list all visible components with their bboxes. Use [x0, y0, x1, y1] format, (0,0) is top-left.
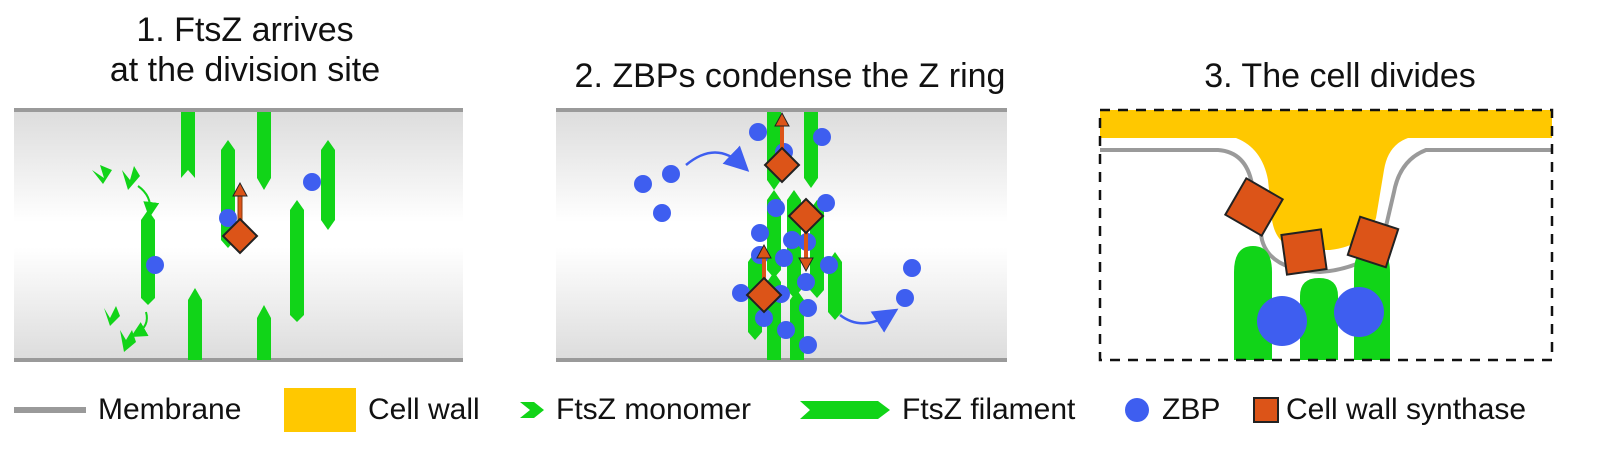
zbp-3b	[1334, 287, 1384, 337]
legend-item-ftsz-monomer: FtsZ monomer	[520, 388, 751, 432]
zbp-1c	[219, 209, 237, 227]
zbp-arrow-out	[839, 308, 899, 333]
ftsz-monomer-swatch	[520, 402, 544, 418]
legend-item-zbp: ZBP	[1124, 388, 1220, 432]
monomer-arrow-1b	[130, 311, 149, 337]
legend-item-membrane: Membrane	[14, 388, 241, 432]
zbp-1a	[303, 173, 321, 191]
legend-label-membrane: Membrane	[98, 393, 242, 426]
zbp-arrow-in	[685, 145, 750, 172]
panel-2-title: 2. ZBPs condense the Z ring	[574, 57, 1006, 95]
legend: Membrane Cell wall FtsZ monomer FtsZ fil…	[0, 388, 1605, 438]
synthase-1	[221, 181, 259, 255]
zoom-box-3	[1098, 108, 1554, 362]
panel-3-title: 3. The cell divides	[1204, 57, 1476, 95]
cell-wall-swatch	[284, 388, 356, 432]
legend-label-ftsz-monomer: FtsZ monomer	[556, 393, 752, 426]
membrane-3	[1100, 148, 1552, 275]
legend-item-cell-wall: Cell wall	[284, 388, 480, 432]
synthase-3b	[1280, 228, 1328, 276]
synthase-swatch	[1253, 397, 1279, 423]
diagram-canvas	[14, 108, 1554, 362]
zbp-3a	[1257, 296, 1307, 346]
legend-label-ftsz-filament: FtsZ filament	[902, 393, 1076, 426]
zbp-swatch	[1125, 398, 1149, 422]
monomer-arrow-1a	[137, 185, 160, 218]
synthase-3a	[1223, 176, 1285, 238]
synthase-2b	[787, 197, 825, 273]
legend-label-cell-wall: Cell wall	[368, 393, 480, 426]
synthase-3c	[1346, 215, 1400, 269]
legend-item-synthase: Cell wall synthase	[1252, 388, 1526, 432]
panel-3-cell	[1098, 108, 1554, 362]
membrane-swatch	[14, 407, 86, 413]
legend-item-ftsz-filament: FtsZ filament	[800, 388, 1075, 432]
panel-1-title: 1. FtsZ arrives at the division site	[40, 10, 450, 90]
cell-wall-3	[1100, 110, 1552, 250]
legend-label-synthase: Cell wall synthase	[1286, 393, 1527, 426]
panel-1-title-text: 1. FtsZ arrives at the division site	[109, 11, 381, 89]
panel-2-cell	[556, 108, 1007, 362]
legend-label-zbp: ZBP	[1162, 393, 1221, 426]
zbp-1b	[146, 256, 164, 274]
synthase-2a	[763, 111, 801, 184]
ftsz-filament-swatch	[800, 401, 890, 419]
synthase-2c	[745, 243, 783, 314]
panel-1-cell	[14, 108, 463, 362]
